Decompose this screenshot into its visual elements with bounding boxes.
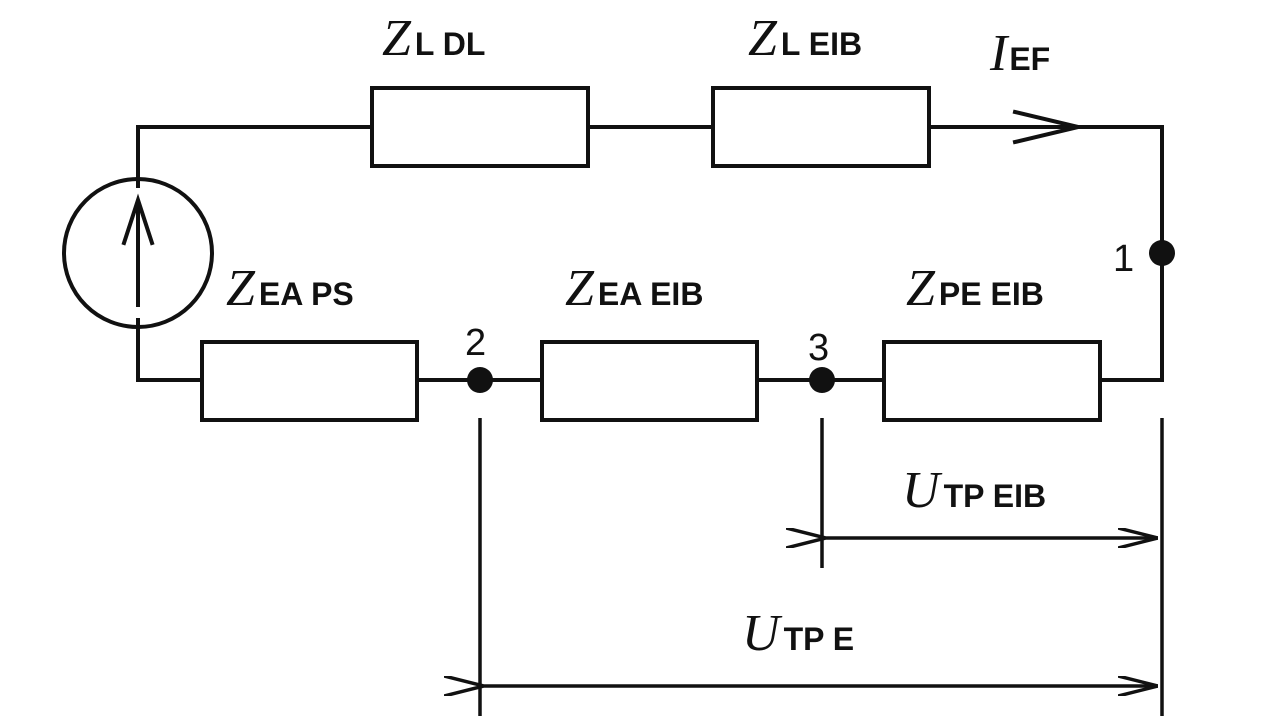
- node-2-label: 2: [465, 322, 486, 364]
- node-3-dot: [809, 367, 835, 393]
- impedance-z-l-eib: [711, 86, 931, 168]
- impedance-z-ea-eib: [540, 340, 759, 422]
- node-1-label: 1: [1113, 238, 1134, 280]
- voltage-source: [62, 177, 214, 329]
- impedance-z-l-dl: [370, 86, 590, 168]
- node-2-dot: [467, 367, 493, 393]
- label-i-ef: IEF: [989, 25, 1050, 82]
- node-3-label: 3: [808, 327, 829, 369]
- impedance-z-ea-ps: [200, 340, 419, 422]
- current-arrow: [1012, 109, 1079, 145]
- source-arrow-head: [121, 193, 155, 246]
- node-1-dot: [1149, 240, 1175, 266]
- impedance-z-pe-eib: [882, 340, 1102, 422]
